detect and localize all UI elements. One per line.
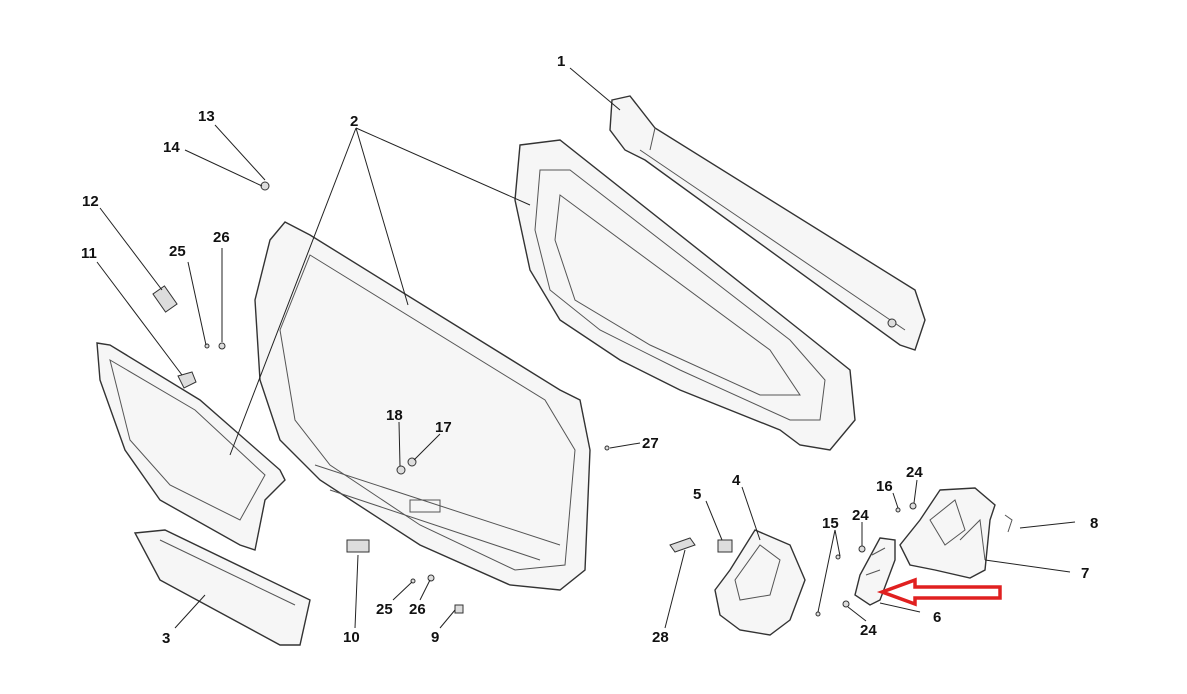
part-28-cover: [669, 537, 696, 553]
callout-16: 16: [876, 478, 893, 495]
callout-26: 26: [213, 229, 230, 246]
callout-13: 13: [198, 108, 215, 125]
part-9-clip: [454, 604, 464, 614]
callout-14: 14: [163, 139, 180, 156]
part-7-handle-mechanism: [899, 487, 996, 579]
callout-3: 3: [162, 630, 170, 647]
part-11-push-pin: [177, 371, 197, 389]
part-2-main-door-trim: [254, 221, 591, 591]
callout-15: 15: [822, 515, 839, 532]
callout-11: 11: [81, 245, 97, 262]
callout-2: 2: [350, 113, 358, 130]
leader-lines: [96, 67, 1076, 629]
part-4-handle-bezel: [714, 529, 806, 636]
callout-24: 24: [906, 464, 923, 481]
callout-25: 25: [169, 243, 186, 260]
callout-4: 4: [732, 472, 741, 489]
part-12-clip: [152, 285, 178, 313]
callout-8: 8: [1090, 515, 1098, 532]
callout-10: 10: [343, 629, 360, 646]
callout-17: 17: [435, 419, 452, 436]
part-13-14-fastener: [260, 181, 270, 191]
callout-9: 9: [431, 629, 439, 646]
part-10-switch: [346, 539, 370, 553]
part-1-upper-trim-strip: [609, 95, 926, 351]
callout-24: 24: [860, 622, 877, 639]
callout-5: 5: [693, 486, 701, 503]
callout-28: 28: [652, 629, 669, 646]
callout-labels: 1 2 3 4 5 6 7 8 9 10 11 12 13 14 15 16 1…: [81, 53, 1098, 647]
part-5-clip: [717, 539, 733, 553]
callout-25: 25: [376, 601, 393, 618]
callout-27: 27: [642, 435, 659, 452]
part-6-bracket: [854, 537, 896, 606]
callout-1: 1: [557, 53, 565, 70]
part-2-door-panel-frame: [514, 139, 856, 451]
highlight-arrow: [876, 577, 1002, 607]
part-2-side-panel: [96, 342, 286, 551]
callout-6: 6: [933, 609, 941, 626]
callout-18: 18: [386, 407, 403, 424]
part-3-pocket: [133, 529, 311, 646]
callout-12: 12: [82, 193, 99, 210]
callout-26: 26: [409, 601, 426, 618]
callout-24: 24: [852, 507, 869, 524]
callout-7: 7: [1081, 565, 1089, 582]
